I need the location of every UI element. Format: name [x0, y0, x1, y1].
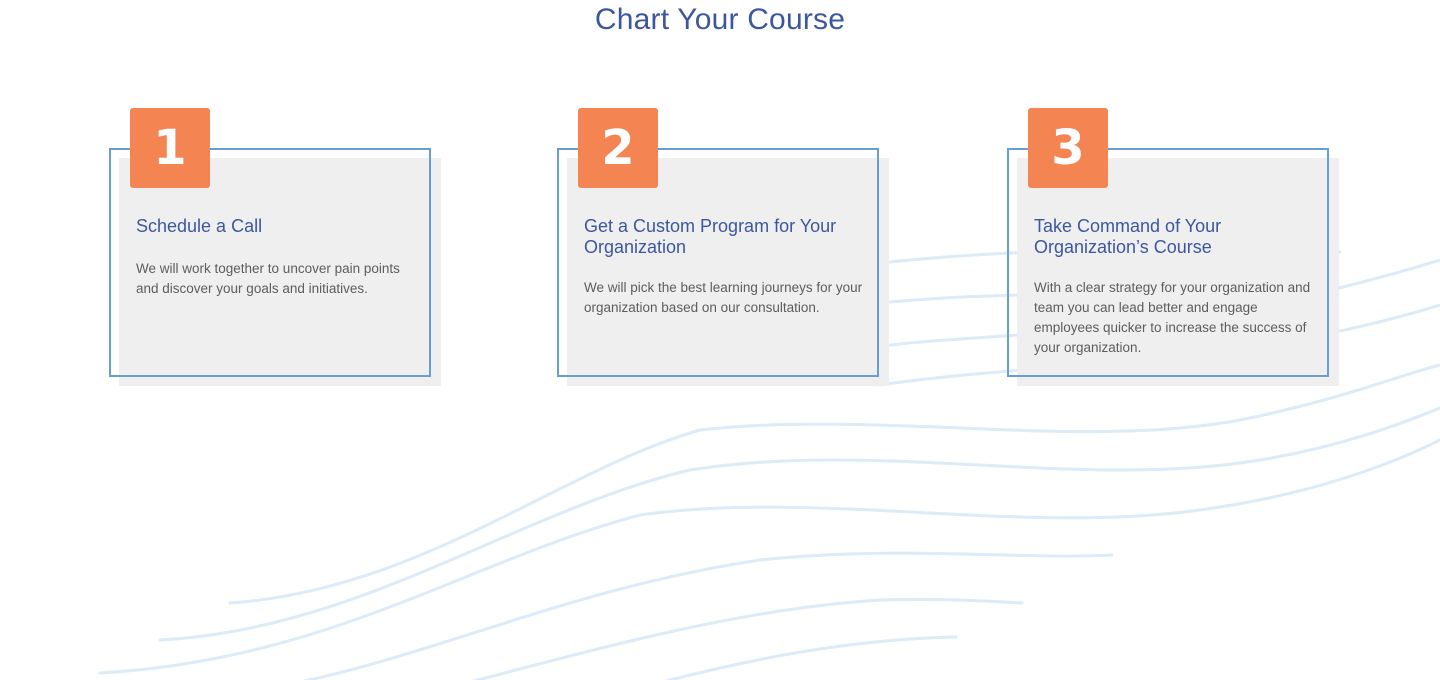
card-outline	[557, 148, 879, 377]
card-background	[1017, 158, 1339, 386]
step-card-1: 1 Schedule a Call We will work together …	[109, 108, 441, 388]
page-title: Chart Your Course	[594, 3, 846, 36]
step-title: Get a Custom Program for Your Organizati…	[584, 216, 837, 257]
step-title: Take Command of Your Organization’s Cour…	[1034, 216, 1222, 257]
step-description: We will pick the best learning journeys …	[584, 280, 863, 315]
step-description: With a clear strategy for your organizat…	[1034, 280, 1311, 355]
step-number-badge: 2	[578, 108, 658, 188]
step-title: Schedule a Call	[136, 216, 263, 236]
step-number-badge: 1	[130, 108, 210, 188]
step-card-2: 2 Get a Custom Program for Your Organiza…	[557, 108, 889, 388]
card-background	[119, 158, 441, 386]
step-description: We will work together to uncover pain po…	[136, 261, 400, 296]
card-outline	[1007, 148, 1329, 377]
step-card-3: 3 Take Command of Your Organization’s Co…	[1007, 108, 1339, 388]
card-background	[567, 158, 889, 386]
card-outline	[109, 148, 431, 377]
step-number-badge: 3	[1028, 108, 1108, 188]
